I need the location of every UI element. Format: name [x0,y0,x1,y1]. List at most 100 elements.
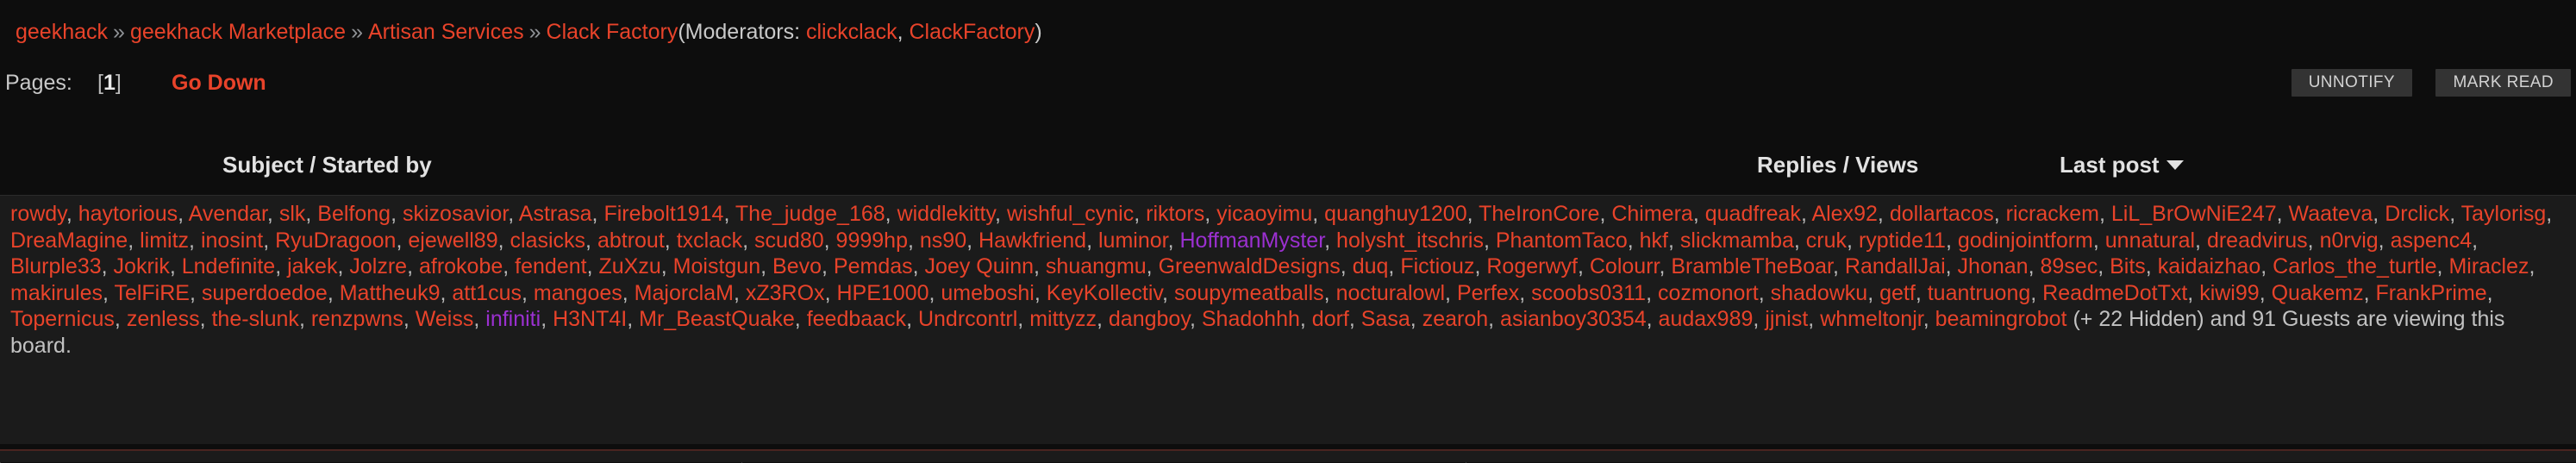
viewer-link[interactable]: Avendar [188,202,267,226]
viewer-link[interactable]: KeyKollectiv [1046,280,1163,305]
viewer-link[interactable]: Belfong [317,202,391,226]
viewer-link[interactable]: beamingrobot [1935,307,2067,332]
viewer-link[interactable]: widdlekitty [897,202,996,226]
viewer-link[interactable]: Topernicus [10,307,115,332]
viewer-link[interactable]: godinjointform [1957,228,2093,253]
breadcrumb-link-clack-factory[interactable]: Clack Factory [546,20,678,44]
viewer-link[interactable]: Jhonan [1957,254,2029,279]
viewer-link[interactable]: dangboy [1108,307,1190,332]
viewer-link[interactable]: asianboy30354 [1500,307,1647,332]
viewer-link[interactable]: BrambleTheBoar [1671,254,1833,279]
viewer-link[interactable]: Bevo [772,254,822,279]
viewer-link[interactable]: Taylorisg [2460,202,2547,226]
viewer-link[interactable]: makirules [10,280,103,305]
viewer-link[interactable]: yicaoyimu [1216,202,1313,226]
viewer-link[interactable]: Hawkfriend [979,228,1087,253]
viewer-link[interactable]: whmeltonjr [1820,307,1923,332]
viewer-link[interactable]: RandallJai [1844,254,1946,279]
breadcrumb-link-artisan-services[interactable]: Artisan Services [367,20,524,44]
breadcrumb-link-marketplace[interactable]: geekhack Marketplace [129,20,347,44]
viewer-link[interactable]: Undrcontrl [917,307,1018,332]
viewer-link[interactable]: H3NT4I [553,307,628,332]
viewer-link[interactable]: Weiss [415,307,474,332]
column-header-subject[interactable]: Subject / Started by [222,152,432,178]
viewer-link[interactable]: umeboshi [941,280,1035,305]
viewer-link[interactable]: The_judge_168 [735,202,885,226]
viewer-link[interactable]: quadfreak [1704,202,1801,226]
viewer-link[interactable]: Perfex [1456,280,1520,305]
moderator-link-clickclack[interactable]: clickclack [806,20,897,44]
viewer-link[interactable]: zearoh [1422,307,1489,332]
viewer-link[interactable]: unnatural [2104,228,2196,253]
viewer-link[interactable]: soupymeatballs [1173,280,1324,305]
viewer-link[interactable]: feedbaack [806,307,907,332]
viewer-link[interactable]: haytorious [78,202,178,226]
viewer-link[interactable]: tuantruong [1927,280,2031,305]
viewer-link[interactable]: txclack [676,228,743,253]
viewer-link[interactable]: renzpwns [310,307,403,332]
viewer-link[interactable]: inosint [200,228,264,253]
viewer-link[interactable]: wishful_cynic [1006,202,1135,226]
viewer-link[interactable]: cruk [1805,228,1848,253]
viewer-link[interactable]: Bits [2110,254,2146,279]
viewer-link[interactable]: att1cus [452,280,522,305]
viewer-link[interactable]: holysht_itschris [1336,228,1484,253]
viewer-link[interactable]: cozmonort [1658,280,1759,305]
viewer-link[interactable]: ejewell89 [408,228,498,253]
viewer-link[interactable]: PhantomTaco [1495,228,1628,253]
viewer-link[interactable]: Drclick [2385,202,2450,226]
viewer-link[interactable]: limitz [140,228,190,253]
viewer-link[interactable]: jakek [287,254,338,279]
viewer-link[interactable]: Colourr [1589,254,1660,279]
viewer-link[interactable]: jjnist [1765,307,1809,332]
pages-current[interactable]: [1] [97,71,122,95]
viewer-link[interactable]: ReadmeDotTxt [2042,280,2188,305]
viewer-link[interactable]: audax989 [1658,307,1754,332]
viewer-link[interactable]: nocturalowl [1335,280,1446,305]
viewer-link[interactable]: Moistgun [672,254,761,279]
viewer-link[interactable]: zenless [126,307,200,332]
viewer-link[interactable]: luminor [1097,228,1168,253]
viewer-link[interactable]: Lndefinite [181,254,276,279]
moderator-link-clackfactory[interactable]: ClackFactory [909,20,1035,44]
viewer-link[interactable]: Miraclez [2448,254,2529,279]
viewer-link[interactable]: kaidaizhao [2157,254,2261,279]
unnotify-button[interactable]: UNNOTIFY [2291,69,2412,97]
viewer-link[interactable]: shadowku [1770,280,1868,305]
viewer-link[interactable]: dollartacos [1889,202,1994,226]
viewer-link[interactable]: shuangmu [1045,254,1147,279]
viewer-link[interactable]: Joey Quinn [924,254,1035,279]
viewer-link[interactable]: fendent [515,254,587,279]
viewer-link[interactable]: RyuDragoon [275,228,397,253]
viewer-link[interactable]: Fictiouz [1400,254,1475,279]
viewer-link[interactable]: infiniti [485,307,541,332]
viewer-link[interactable]: Firebolt1914 [603,202,724,226]
viewer-link[interactable]: superdoedoe [201,280,328,305]
viewer-link[interactable]: 9999hp [835,228,908,253]
viewer-link[interactable]: dorf [1311,307,1349,332]
viewer-link[interactable]: LiL_BrOwNiE247 [2110,202,2277,226]
viewer-link[interactable]: FrankPrime [2375,280,2487,305]
viewer-link[interactable]: Mr_BeastQuake [639,307,795,332]
viewer-link[interactable]: Rogerwyf [1486,254,1578,279]
viewer-link[interactable]: clasicks [510,228,586,253]
viewer-link[interactable]: Alex92 [1811,202,1878,226]
viewer-link[interactable]: scoobs0311 [1531,280,1647,305]
viewer-link[interactable]: aspenc4 [2390,228,2473,253]
column-header-replies-views[interactable]: Replies / Views [1757,152,1919,178]
viewer-link[interactable]: Astrasa [518,202,592,226]
viewer-link[interactable]: the-slunk [211,307,299,332]
viewer-link[interactable]: Jokrik [113,254,170,279]
viewer-link[interactable]: ZuXzu [598,254,661,279]
viewer-link[interactable]: TheIronCore [1479,202,1600,226]
viewer-link[interactable]: ryptide11 [1858,228,1946,253]
viewer-link[interactable]: GreenwaldDesigns [1158,254,1341,279]
viewer-link[interactable]: mangoes [533,280,622,305]
viewer-link[interactable]: HPE1000 [836,280,929,305]
viewer-link[interactable]: n0rvig [2319,228,2379,253]
viewer-link[interactable]: rowdy [10,202,66,226]
viewer-link[interactable]: riktors [1146,202,1205,226]
viewer-link[interactable]: Quakemz [2271,280,2364,305]
viewer-link[interactable]: kiwi99 [2199,280,2260,305]
column-header-last-post[interactable]: Last post [2060,152,2184,178]
